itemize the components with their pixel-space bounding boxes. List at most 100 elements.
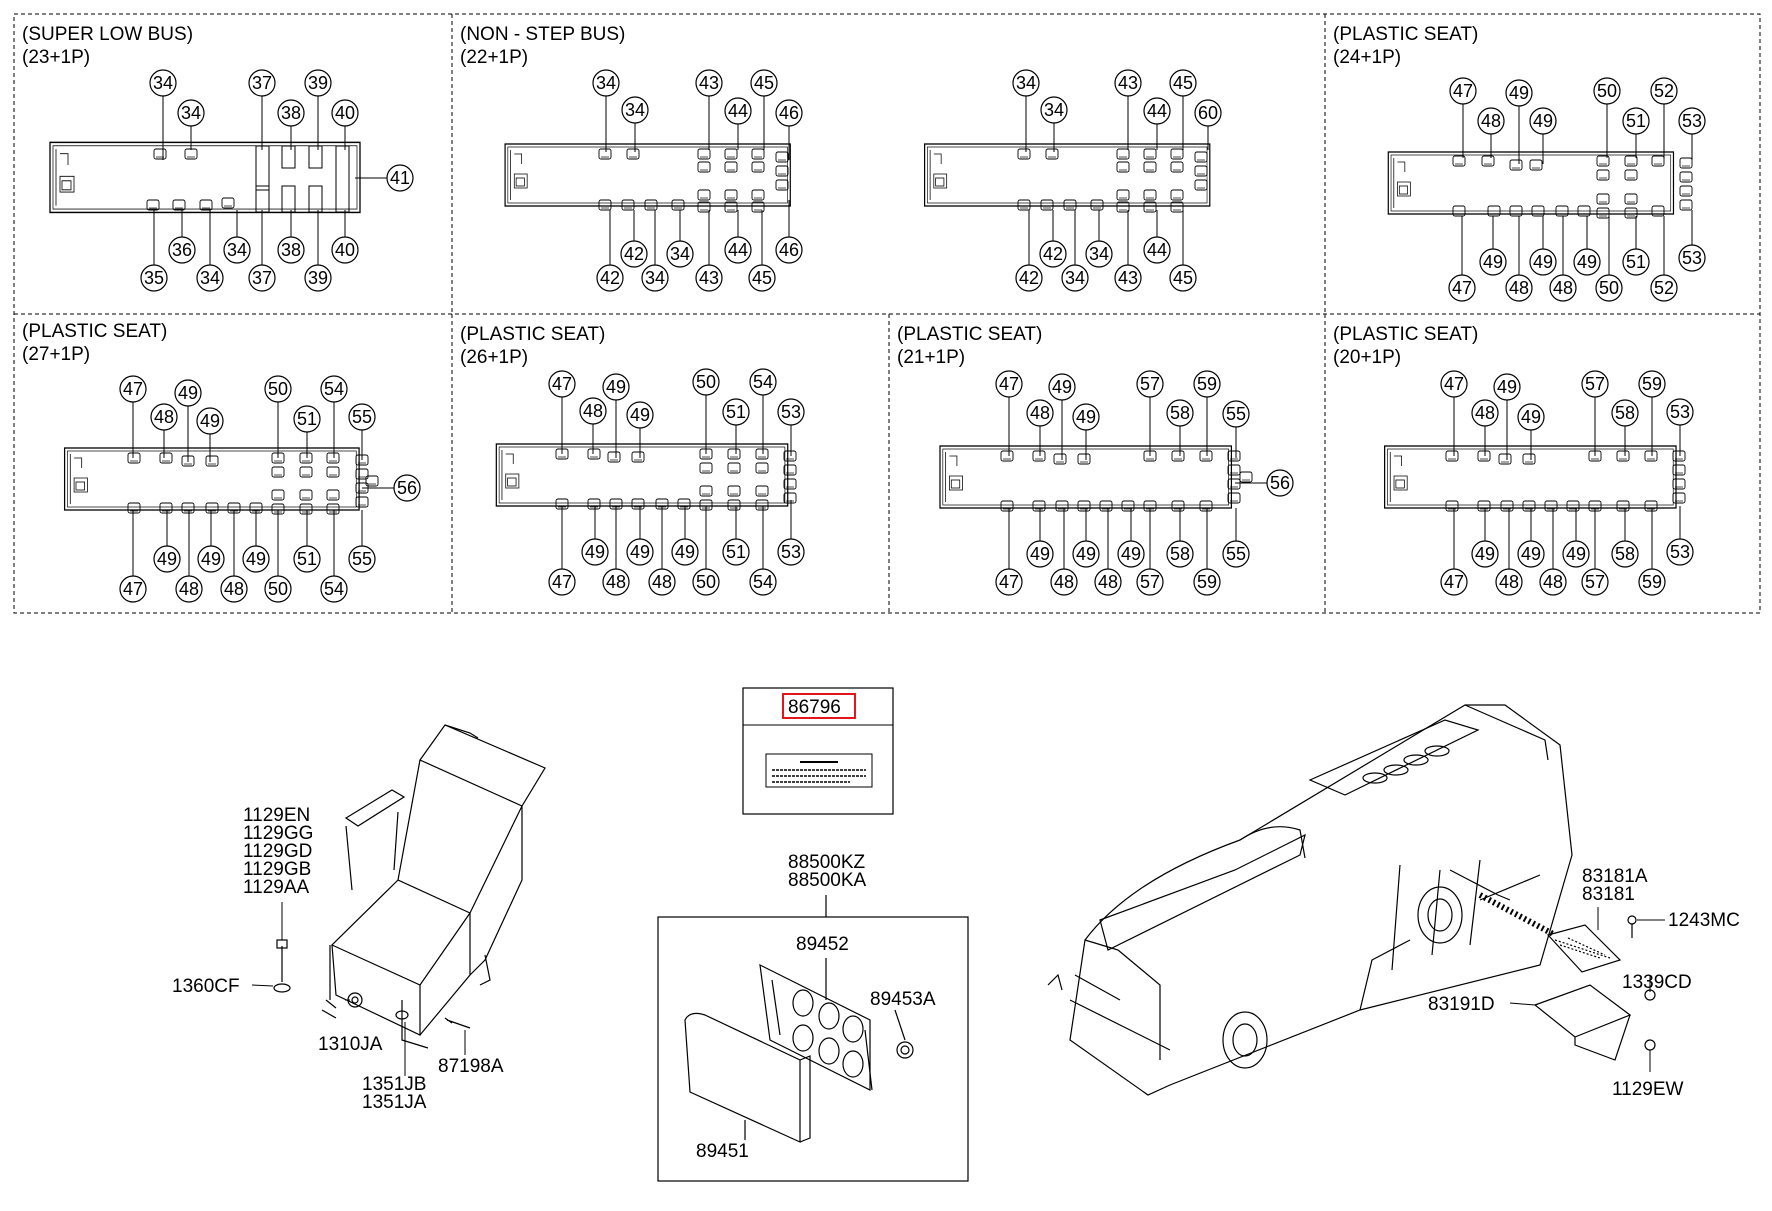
balloon-callout[interactable]: 53 — [1678, 210, 1706, 272]
balloon-callout[interactable]: 49 — [626, 506, 654, 566]
balloon-callout[interactable]: 36 — [168, 210, 196, 264]
balloon-callout[interactable]: 44 — [724, 97, 752, 150]
balloon-callout[interactable]: 49 — [1573, 216, 1601, 276]
balloon-callout[interactable]: 48 — [648, 506, 676, 596]
balloon-callout[interactable]: 57 — [1581, 508, 1609, 596]
balloon-callout[interactable]: 43 — [695, 210, 723, 292]
balloon-callout[interactable]: 34 — [1040, 96, 1068, 152]
balloon-callout[interactable]: 48 — [579, 397, 607, 454]
balloon-callout[interactable]: 42 — [1015, 210, 1043, 292]
balloon-callout[interactable]: 45 — [1169, 69, 1197, 150]
balloon-callout[interactable]: 48 — [1094, 508, 1122, 596]
balloon-callout[interactable]: 35 — [140, 210, 168, 292]
balloon-callout[interactable]: 58 — [1166, 399, 1194, 456]
balloon-callout[interactable]: 34 — [1085, 210, 1113, 268]
balloon-callout[interactable]: 44 — [1143, 97, 1171, 150]
balloon-callout[interactable]: 49 — [153, 510, 181, 573]
balloon-callout[interactable]: 50 — [1593, 77, 1621, 158]
balloon-callout[interactable]: 49 — [242, 510, 270, 573]
balloon-callout[interactable]: 45 — [1169, 210, 1197, 292]
balloon-callout[interactable]: 56 — [1235, 469, 1294, 497]
balloon-callout[interactable]: 48 — [1505, 216, 1533, 302]
balloon-callout[interactable]: 49 — [1493, 373, 1521, 460]
balloon-callout[interactable]: 54 — [320, 375, 348, 458]
balloon-callout[interactable]: 55 — [1222, 400, 1250, 458]
balloon-callout[interactable]: 49 — [581, 506, 609, 566]
balloon-callout[interactable]: 45 — [748, 210, 776, 292]
balloon-callout[interactable]: 56 — [362, 474, 421, 502]
balloon-callout[interactable]: 51 — [722, 506, 750, 566]
balloon-callout[interactable]: 53 — [1678, 107, 1706, 160]
balloon-callout[interactable]: 47 — [548, 370, 576, 454]
balloon-callout[interactable]: 48 — [1539, 508, 1567, 596]
balloon-callout[interactable]: 50 — [1595, 216, 1623, 302]
balloon-callout[interactable]: 45 — [750, 69, 778, 150]
balloon-callout[interactable]: 53 — [1666, 506, 1694, 566]
balloon-callout[interactable]: 47 — [1440, 508, 1468, 596]
balloon-callout[interactable]: 59 — [1193, 370, 1221, 456]
balloon-callout[interactable]: 48 — [602, 506, 630, 596]
balloon-callout[interactable]: 48 — [220, 510, 248, 603]
balloon-callout[interactable]: 49 — [1026, 508, 1054, 568]
balloon-callout[interactable]: 34 — [641, 210, 669, 292]
balloon-callout[interactable]: 34 — [149, 69, 177, 160]
balloon-callout[interactable]: 34 — [1061, 210, 1089, 292]
balloon-callout[interactable]: 60 — [1194, 99, 1222, 150]
balloon-callout[interactable]: 50 — [692, 368, 720, 454]
balloon-callout[interactable]: 49 — [1517, 508, 1545, 568]
balloon-callout[interactable]: 57 — [1581, 370, 1609, 456]
balloon-callout[interactable]: 48 — [1471, 399, 1499, 456]
balloon-callout[interactable]: 50 — [264, 375, 292, 458]
balloon-callout[interactable]: 52 — [1650, 216, 1678, 302]
balloon-callout[interactable]: 47 — [995, 508, 1023, 596]
balloon-callout[interactable]: 48 — [150, 403, 178, 458]
balloon-callout[interactable]: 47 — [995, 370, 1023, 456]
balloon-callout[interactable]: 55 — [348, 510, 376, 573]
balloon-callout[interactable]: 55 — [348, 403, 376, 460]
balloon-callout[interactable]: 49 — [1117, 508, 1145, 568]
part-number-highlight[interactable] — [782, 693, 856, 719]
balloon-callout[interactable]: 53 — [777, 398, 805, 456]
balloon-callout[interactable]: 48 — [1495, 508, 1523, 596]
balloon-callout[interactable]: 57 — [1136, 508, 1164, 596]
balloon-callout[interactable]: 49 — [626, 401, 654, 458]
balloon-callout[interactable]: 47 — [1440, 370, 1468, 456]
balloon-callout[interactable]: 48 — [1477, 107, 1505, 158]
balloon-callout[interactable]: 54 — [749, 368, 777, 454]
balloon-callout[interactable]: 51 — [1622, 216, 1650, 276]
balloon-callout[interactable]: 49 — [1529, 216, 1557, 276]
balloon-callout[interactable]: 49 — [1505, 79, 1533, 164]
balloon-callout[interactable]: 48 — [1549, 216, 1577, 302]
balloon-callout[interactable]: 57 — [1136, 370, 1164, 456]
balloon-callout[interactable]: 44 — [1143, 210, 1171, 264]
balloon-callout[interactable]: 49 — [1048, 373, 1076, 460]
balloon-callout[interactable]: 38 — [277, 99, 305, 150]
balloon-callout[interactable]: 52 — [1650, 77, 1678, 158]
balloon-callout[interactable]: 48 — [1026, 399, 1054, 456]
balloon-callout[interactable]: 59 — [1638, 370, 1666, 456]
balloon-callout[interactable]: 59 — [1638, 508, 1666, 596]
balloon-callout[interactable]: 42 — [596, 210, 624, 292]
balloon-callout[interactable]: 50 — [264, 510, 292, 603]
balloon-callout[interactable]: 48 — [1050, 508, 1078, 596]
balloon-callout[interactable]: 51 — [293, 405, 321, 458]
balloon-callout[interactable]: 43 — [695, 69, 723, 150]
balloon-callout[interactable]: 49 — [197, 510, 225, 573]
balloon-callout[interactable]: 39 — [304, 210, 332, 292]
balloon-callout[interactable]: 46 — [775, 200, 803, 264]
balloon-callout[interactable]: 38 — [277, 210, 305, 264]
balloon-callout[interactable]: 37 — [248, 69, 276, 150]
balloon-callout[interactable]: 47 — [548, 506, 576, 596]
balloon-callout[interactable]: 54 — [320, 510, 348, 603]
balloon-callout[interactable]: 49 — [1517, 403, 1545, 460]
balloon-callout[interactable]: 49 — [1479, 216, 1507, 276]
balloon-callout[interactable]: 58 — [1611, 399, 1639, 456]
balloon-callout[interactable]: 48 — [175, 510, 203, 603]
balloon-callout[interactable]: 42 — [620, 210, 648, 268]
balloon-callout[interactable]: 50 — [692, 506, 720, 596]
balloon-callout[interactable]: 43 — [1114, 69, 1142, 150]
balloon-callout[interactable]: 34 — [177, 99, 205, 150]
balloon-callout[interactable]: 40 — [331, 210, 359, 264]
balloon-callout[interactable]: 47 — [119, 375, 147, 458]
balloon-callout[interactable]: 49 — [602, 373, 630, 458]
